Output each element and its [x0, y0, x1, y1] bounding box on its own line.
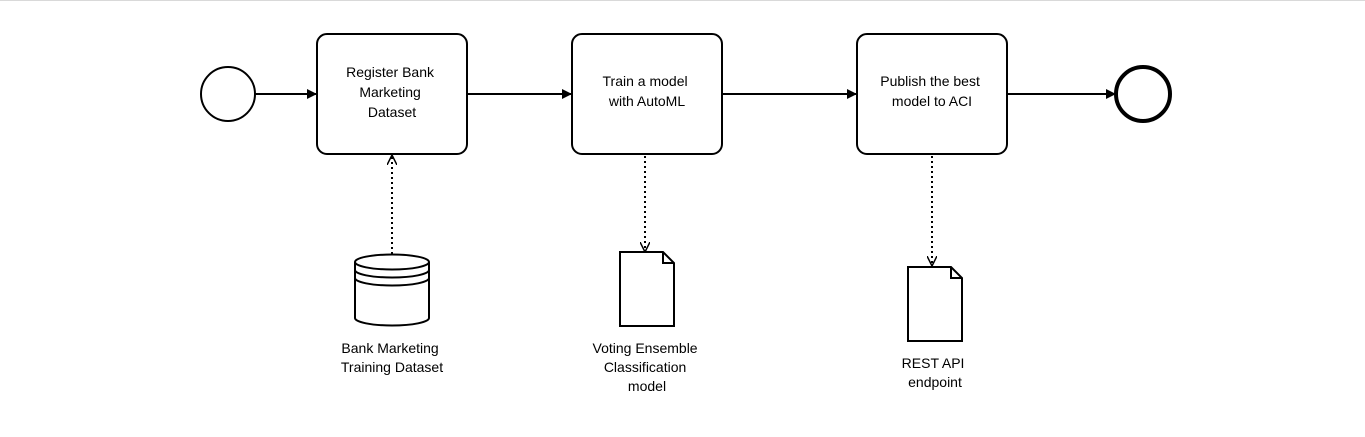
endpoint-document-icon[interactable]	[907, 266, 963, 342]
document-icon[interactable]	[619, 251, 675, 327]
task-register-line-3: Dataset	[368, 104, 416, 120]
model-label-line-2: Classification	[604, 359, 686, 375]
task-train-automl[interactable]: Train a model with AutoML	[571, 33, 723, 155]
task-register-line-1: Register Bank	[346, 64, 435, 80]
start-event[interactable]	[200, 66, 256, 122]
data-store-label-line-2: Training Dataset	[341, 359, 443, 375]
svg-text:Publish the best model t: Publish the best model to ACI	[880, 73, 984, 109]
svg-text:Voting Ensemble Classifica: Voting Ensemble Classification model	[593, 340, 702, 394]
task-train-line-1: Train a model	[603, 73, 688, 89]
svg-text:Register Bank Marketing: Register Bank Marketing Dataset	[346, 64, 438, 120]
task-register-line-2: Marketing	[359, 84, 420, 100]
task-train-line-2: with AutoML	[608, 93, 685, 109]
svg-text:REST API endpoint: REST API endpoint	[902, 355, 969, 390]
model-label-line-1: Voting Ensemble	[593, 340, 698, 356]
task-publish-line-2: model to ACI	[892, 93, 972, 109]
endpoint-label-line-2: endpoint	[908, 374, 962, 390]
svg-text:Bank Marketing Training Da: Bank Marketing Training Dataset	[341, 340, 443, 375]
data-store-icon[interactable]	[354, 253, 430, 327]
end-event[interactable]	[1114, 65, 1172, 123]
data-store-label-line-1: Bank Marketing	[341, 340, 438, 356]
task-publish-model[interactable]: Publish the best model to ACI	[856, 33, 1008, 155]
top-divider	[0, 0, 1365, 1]
endpoint-label-line-1: REST API	[902, 355, 965, 371]
task-publish-line-1: Publish the best	[880, 73, 980, 89]
svg-text:Train a model with AutoM: Train a model with AutoML	[603, 73, 692, 109]
model-label-line-3: model	[628, 378, 666, 394]
task-register-dataset[interactable]: Register Bank Marketing Dataset	[316, 33, 468, 155]
